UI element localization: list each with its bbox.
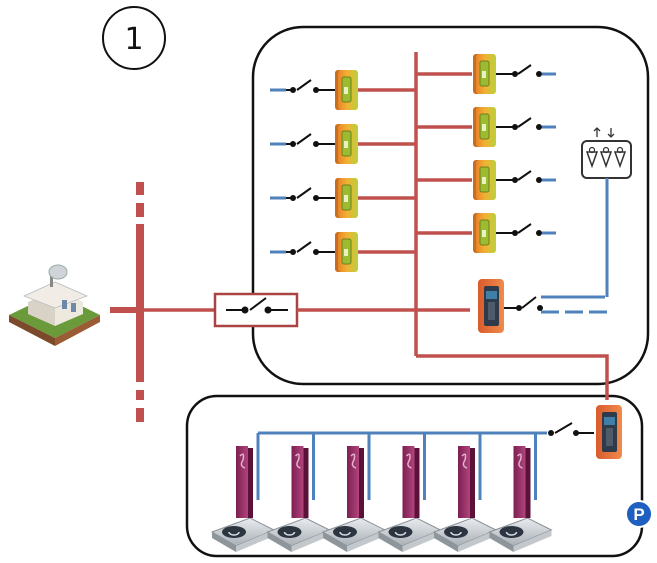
parking-breaker-icon [548,422,594,436]
parking-label: P [633,505,644,524]
building-feeder-right [416,159,556,201]
building-charger-cabinet-icon [478,279,504,333]
load-symbol-icon [581,127,632,179]
parking-ac-line [416,354,609,400]
converter-cabinet-icon [472,53,497,95]
parking-charger-cabinet-icon [596,405,622,459]
substation-house-icon [9,264,100,346]
charging-post-icon [377,433,442,553]
building-feeder-right [416,212,556,254]
parking-sign-icon[interactable]: P [625,500,653,528]
converter-cabinet-icon [472,159,497,201]
converter-cabinet-icon [334,69,359,111]
building-feeder-right [416,53,556,95]
building-feeders-right [416,53,556,254]
charging-post-icon [433,433,497,553]
building-feeder-left [270,69,416,111]
grid-bus [136,182,144,422]
charging-post-icon [266,433,331,553]
panel-number-label: 1 [124,22,143,57]
substation-link [110,307,140,313]
panel-number-circle [102,6,166,70]
building-frame [251,25,650,386]
charging-post-icon [488,433,553,553]
charging-post-icon [322,433,386,553]
converter-cabinet-icon [334,177,359,219]
converter-cabinet-icon [472,212,497,254]
circuit-breaker-icon[interactable] [213,292,299,328]
building-feeder-right [416,106,556,148]
building-feeder-left [270,123,416,165]
charging-posts [211,433,553,553]
building-feeder-left [270,177,416,219]
parking-frame [185,394,644,558]
charging-post-icon [211,433,275,553]
converter-cabinet-icon [472,106,497,148]
building-feeders-left [270,69,416,273]
building-feeder-left [270,231,416,273]
building-charger-output [504,295,608,314]
converter-cabinet-icon [334,123,359,165]
converter-cabinet-icon [334,231,359,273]
